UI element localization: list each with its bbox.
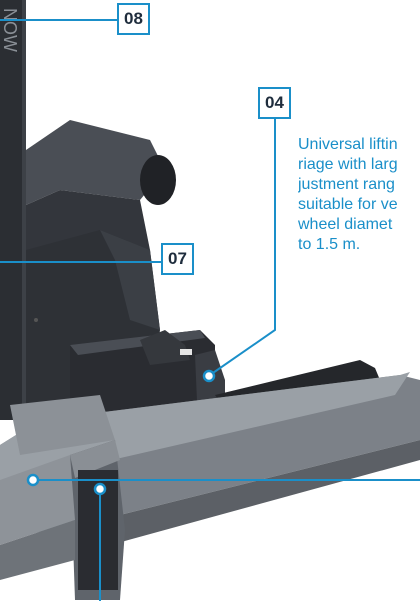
description-line: wheel diamet <box>298 216 393 233</box>
callout-line-04 <box>209 119 276 376</box>
callout-dot-rail <box>26 473 40 487</box>
callout-badge-07: 07 <box>161 243 194 275</box>
column-lettering: NOW <box>0 8 20 52</box>
upper-arm <box>26 120 165 205</box>
description-line: justment rang <box>298 176 395 193</box>
callout-dot-front <box>93 482 107 496</box>
description-line: riage with larg <box>298 156 398 173</box>
description-line: suitable for ve <box>298 196 398 213</box>
callout-badge-04: 04 <box>258 87 291 119</box>
description-line: to 1.5 m. <box>298 236 361 253</box>
callout-description: Universal liftin riage with larg justmen… <box>298 135 420 255</box>
column-post <box>0 0 22 420</box>
description-line: Universal liftin <box>298 136 398 153</box>
callout-badge-08: 08 <box>117 3 150 35</box>
callout-dot-04 <box>202 369 216 383</box>
